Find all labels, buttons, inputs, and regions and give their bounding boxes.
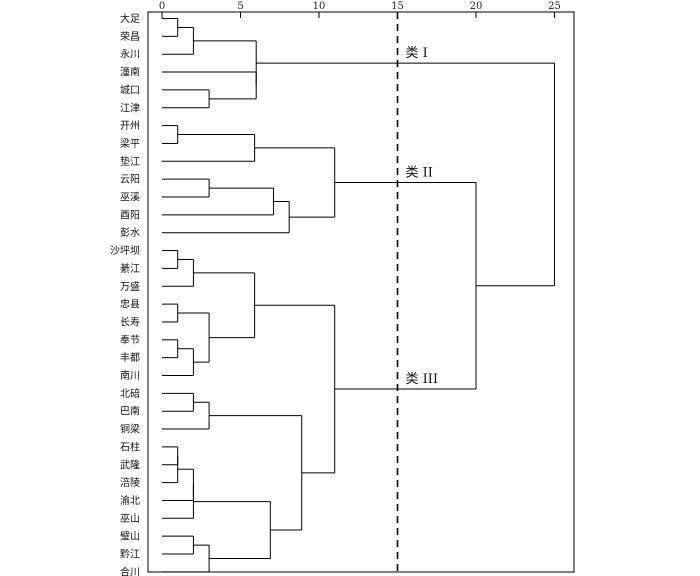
leaf-label-29: 巫山 [120, 513, 140, 525]
leaf-label-11: 巫溪 [120, 192, 140, 204]
x-tick-label-20: 20 [470, 1, 483, 12]
x-axis-ticks: 0 5 10 15 20 25 [159, 1, 561, 18]
leaf-label-24: 铜梁 [120, 423, 140, 436]
leaf-labels: 大足荣昌永川潼南城口江津开州梁平垫江云阳巫溪酉阳彭水沙坪坝綦江万盛忠县长寿奉节丰… [110, 12, 140, 576]
leaf-label-23: 巴南 [120, 405, 140, 418]
leaf-label-15: 綦江 [120, 262, 140, 275]
leaf-label-14: 沙坪坝 [110, 244, 140, 257]
leaf-label-28: 渝北 [120, 494, 140, 507]
leaf-label-6: 江津 [120, 102, 140, 114]
plot-frame [147, 11, 575, 573]
dendrogram-branches [162, 18, 555, 573]
leaf-label-3: 永川 [120, 48, 140, 61]
cluster-labels: 类 I 类 II 类 III [406, 46, 439, 387]
leaf-label-10: 云阳 [120, 174, 140, 186]
leaf-label-16: 万盛 [120, 280, 140, 293]
cluster-label-2: 类 II [406, 165, 433, 180]
x-tick-label-10: 10 [313, 1, 326, 12]
leaf-label-12: 酉阳 [120, 209, 140, 221]
leaf-label-30: 璧山 [120, 530, 140, 543]
leaf-label-20: 丰都 [120, 351, 140, 364]
x-tick-label-15: 15 [391, 1, 404, 12]
leaf-label-13: 彭水 [120, 226, 140, 239]
leaf-label-21: 南川 [120, 369, 140, 382]
leaf-label-7: 开州 [120, 120, 140, 132]
leaf-label-17: 忠县 [120, 299, 140, 311]
leaf-label-26: 武隆 [120, 458, 140, 471]
leaf-label-25: 石柱 [120, 440, 140, 453]
leaf-label-1: 大足 [120, 12, 140, 25]
leaf-label-22: 北碚 [120, 387, 140, 400]
x-tick-label-5: 5 [237, 1, 243, 12]
leaf-label-2: 荣昌 [120, 31, 140, 43]
x-tick-label-25: 25 [548, 1, 561, 12]
leaf-label-31: 黔江 [120, 548, 140, 561]
leaf-label-19: 奉节 [120, 333, 140, 346]
leaf-label-32: 合川 [120, 565, 140, 576]
leaf-label-9: 垫江 [120, 155, 140, 168]
leaf-label-8: 梁平 [120, 137, 140, 150]
cluster-label-1: 类 I [406, 46, 428, 61]
x-tick-label-0: 0 [159, 1, 165, 12]
leaf-label-27: 涪陵 [120, 476, 140, 489]
leaf-label-18: 长寿 [120, 315, 140, 328]
cluster-label-3: 类 III [406, 372, 439, 387]
leaf-label-4: 潼南 [120, 66, 140, 79]
leaf-label-5: 城口 [120, 84, 140, 96]
